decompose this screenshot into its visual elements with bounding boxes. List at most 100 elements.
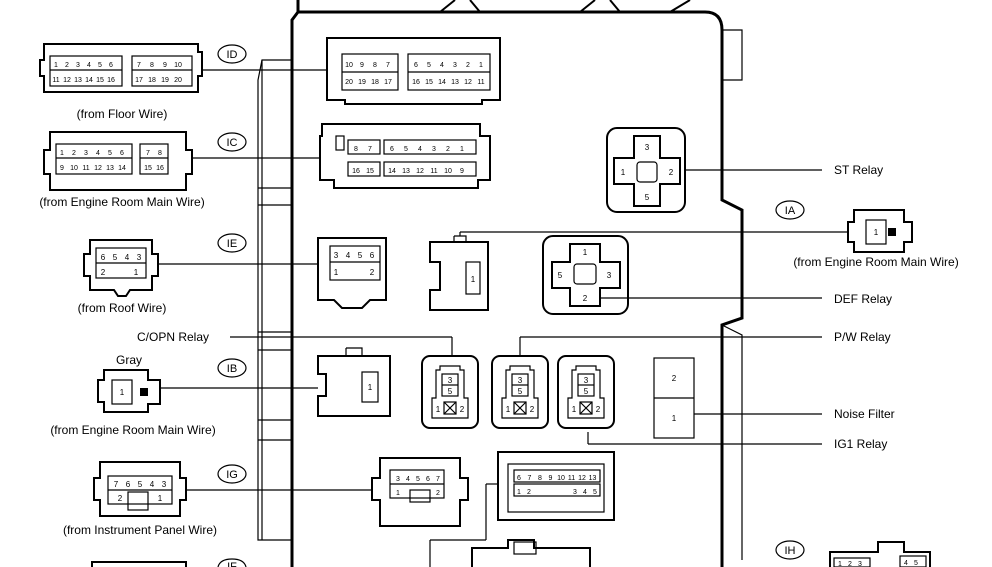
small-relay-pin-1: 1: [572, 405, 577, 414]
id-pin: 14: [85, 77, 93, 84]
big-socket-pin: 1: [517, 489, 521, 496]
ia-connector: 1: [847, 209, 913, 253]
ig-socket-pin: 5: [416, 476, 420, 483]
def-pin: 2: [583, 294, 588, 303]
ie-pin: 6: [101, 253, 106, 262]
ig-socket-pin: 3: [396, 476, 400, 483]
ib-connector: 1: [97, 369, 161, 413]
label-copn-relay: C/OPN Relay: [137, 330, 209, 344]
id-pin: 7: [137, 62, 141, 69]
ie-pin: 1: [134, 268, 139, 277]
caption-gray: Gray: [116, 353, 142, 367]
id-pin: 20: [174, 77, 182, 84]
ig-pin: 7: [114, 480, 119, 489]
code-ib: IB: [227, 363, 237, 375]
ic-pin: 16: [156, 165, 164, 172]
id-pin: 17: [135, 77, 143, 84]
ic-socket-pin: 5: [404, 146, 408, 153]
id-socket-pin: 14: [438, 79, 446, 86]
ih-pin: 2: [848, 561, 852, 567]
ih-pin: 5: [914, 560, 918, 567]
caption-engine-room-ic: (from Engine Room Main Wire): [39, 195, 204, 209]
id-pin: 6: [109, 62, 113, 69]
big-socket-pin: 5: [593, 489, 597, 496]
ic-socket-pin: 4: [418, 146, 422, 153]
ic-socket-pin: 10: [444, 168, 452, 175]
ic-pin: 9: [60, 165, 64, 172]
def-pin: 1: [583, 248, 588, 257]
ib-socket: 1: [317, 347, 391, 417]
ic-pin: 12: [94, 165, 102, 172]
big-socket-pin: 12: [578, 475, 586, 482]
id-socket-pin: 12: [464, 79, 472, 86]
code-bubble-ia: IA: [775, 200, 805, 220]
ig-socket-pin: 7: [436, 476, 440, 483]
ic-socket-pin: 3: [432, 146, 436, 153]
id-pin: 13: [74, 77, 82, 84]
code-bubble-ih: IH: [775, 540, 805, 560]
ie-socket-pin: 3: [334, 251, 339, 260]
big-socket-pin: 13: [589, 475, 597, 482]
code-if: IF: [227, 561, 237, 567]
def-pin: 3: [607, 271, 612, 280]
ie-socket-pin: 1: [334, 268, 339, 277]
ie-pin: 3: [137, 253, 142, 262]
id-socket-pin: 19: [358, 79, 366, 86]
ig-pin: 3: [162, 480, 167, 489]
small-relay-pin-2: 2: [460, 405, 465, 414]
ib-socket-pin: 1: [368, 383, 373, 392]
caption-instrument-panel-wire: (from Instrument Panel Wire): [63, 523, 217, 537]
ic-pin: 11: [82, 165, 89, 172]
ie-socket-pin: 5: [358, 251, 363, 260]
id-pin: 16: [107, 77, 115, 84]
ih-pin: 3: [858, 561, 862, 567]
big-socket-pin: 2: [527, 489, 531, 496]
ie-pin: 5: [113, 253, 118, 262]
label-st-relay: ST Relay: [834, 163, 883, 177]
ic-pin: 3: [84, 150, 88, 157]
ig-socket-pin: 6: [426, 476, 430, 483]
big-socket-pin: 8: [538, 475, 542, 482]
socket-pin-label: 1: [471, 275, 476, 284]
ic-socket-pin: 16: [352, 168, 360, 175]
id-pin: 4: [87, 62, 91, 69]
id-socket-pin: 2: [466, 62, 470, 69]
small-relay-pin-3: 3: [518, 376, 523, 385]
ic-pin: 2: [72, 150, 76, 157]
code-ih: IH: [785, 545, 796, 557]
ie-pin: 4: [125, 253, 130, 262]
id-pin: 15: [96, 77, 104, 84]
ic-pin: 10: [70, 165, 78, 172]
st-pin: 3: [645, 143, 650, 152]
big-socket-pin: 3: [573, 489, 577, 496]
noise-filter: 2 1: [653, 357, 695, 439]
ie-socket-pin: 4: [346, 251, 351, 260]
center-relay-socket: 1: [429, 235, 489, 311]
ic-socket-pin: 11: [430, 168, 437, 175]
ic-pin: 1: [60, 150, 64, 157]
junction-block-outline: [257, 0, 744, 567]
ia-pin: 1: [874, 228, 879, 237]
id-pin: 2: [65, 62, 69, 69]
label-pw-relay: P/W Relay: [834, 330, 891, 344]
big-socket-pin: 9: [549, 475, 553, 482]
id-pin: 19: [161, 77, 169, 84]
big-socket-pin: 11: [568, 475, 575, 482]
def-pin: 5: [558, 271, 563, 280]
id-pin: 12: [63, 77, 71, 84]
code-bubble-id: ID: [217, 44, 247, 64]
id-pin: 11: [52, 77, 59, 84]
st-pin: 2: [669, 168, 674, 177]
ig-socket-pin: 2: [436, 490, 440, 497]
ic-socket-pin: 14: [388, 168, 396, 175]
ig-pin: 5: [138, 480, 143, 489]
ib-pin: 1: [120, 388, 125, 397]
ie-socket-pin: 6: [370, 251, 375, 260]
